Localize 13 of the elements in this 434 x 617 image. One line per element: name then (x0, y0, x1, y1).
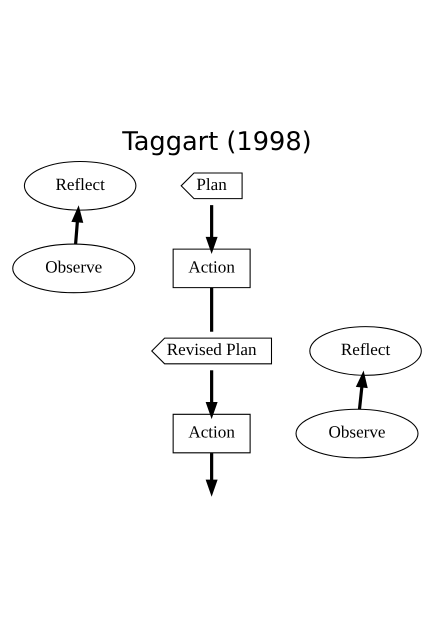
arrow (206, 370, 218, 419)
diagram-title: Taggart (1998) (122, 126, 312, 157)
node-ellipse: Observe (12, 243, 136, 293)
arrow (71, 204, 84, 244)
node-box: Action (172, 248, 251, 288)
node-ellipse: Observe (296, 408, 419, 458)
connector (210, 287, 214, 332)
node-ellipse: Reflect (24, 160, 136, 210)
arrow (356, 370, 368, 409)
arrow (206, 452, 218, 496)
node-ellipse: Reflect (309, 326, 422, 376)
arrow (206, 204, 218, 254)
node-box: Action (172, 413, 251, 453)
